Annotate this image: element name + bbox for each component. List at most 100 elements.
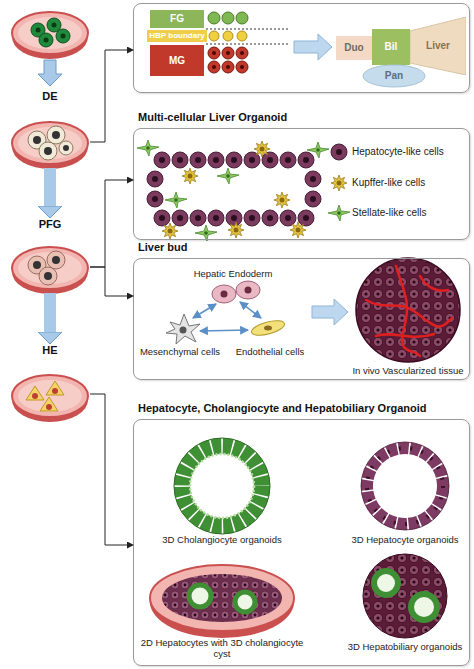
mesenchymal-cell (166, 314, 200, 344)
hepatocyte-organoid (361, 442, 449, 530)
vascularized-tissue (420, 276, 448, 291)
organ-shape: Liver (410, 17, 466, 75)
stem-cell-dish (61, 34, 66, 39)
patterning-cells (208, 12, 220, 24)
organ-shape: Pan (362, 64, 426, 88)
region-band: Bil (372, 29, 410, 65)
stem-cell-dish (44, 38, 49, 43)
organoid-ring (182, 168, 198, 184)
hepatic-endoderm-cells (245, 287, 252, 294)
coculture-dish (150, 565, 294, 638)
legend-entry: Stellate-like cells (352, 207, 426, 219)
hepatobiliary-organoid (411, 594, 437, 620)
stage-label: HE (10, 344, 90, 357)
panel-title: Multi-cellular Liver Organoid (138, 110, 287, 124)
coculture-dish (235, 592, 255, 612)
cholangiocyte-organoid (182, 446, 262, 526)
stem-cell-dish (12, 12, 88, 59)
patterning-cells (236, 12, 248, 24)
stem-cell-dish (36, 28, 41, 33)
endothelial-cell (264, 326, 272, 331)
panel-box: Liver bud (133, 258, 470, 380)
culture-dish: DE (10, 90, 90, 168)
organoid-ring (208, 152, 224, 168)
mesenchymal-cell (180, 327, 187, 334)
vascularized-tissue (376, 334, 434, 337)
figure-label: Mesenchymal cells (132, 346, 228, 357)
hepatobiliary-organoid (363, 554, 447, 638)
hepatocyte-organoid (361, 442, 449, 530)
hepatic-endoderm-dish (52, 388, 58, 394)
patterning-cells (236, 61, 248, 73)
figure-label: Hepatic Endoderm (183, 268, 283, 279)
figure-label: 3D Hepatobiliary organoids (325, 641, 474, 652)
endoderm-dish (59, 141, 73, 155)
organoid-ring (244, 210, 260, 226)
legend-icon (331, 175, 347, 191)
organoid-ring (254, 141, 270, 157)
region-band: MG (150, 45, 204, 76)
coculture-dish (150, 566, 294, 638)
foregut-dish (52, 256, 60, 264)
stem-cell-dish (39, 33, 53, 47)
patterning-cells (226, 51, 230, 55)
panel-title: Liver bud (138, 240, 188, 254)
hepatocyte-organoid (367, 448, 443, 524)
organ-outline (363, 65, 425, 87)
organoid-ring (165, 192, 187, 208)
organoid-ring (290, 222, 306, 238)
organoid-ring (274, 192, 290, 208)
organoid-ring (208, 210, 224, 226)
vascularized-tissue (356, 258, 460, 362)
connector-line (90, 394, 127, 545)
coculture-dish (162, 574, 282, 622)
patterning-cells (236, 47, 248, 59)
vascularized-tissue (366, 266, 452, 356)
figure-label: 2D Hepatocytes with 3D cholangiocyte cys… (137, 637, 307, 659)
organoid-ring (154, 152, 170, 168)
foregut-dish (39, 267, 57, 285)
figure-label: 3D Hepatocyte organoids (325, 534, 474, 545)
hepatic-endoderm-cells (221, 291, 228, 298)
endothelial-cell (250, 318, 286, 338)
organoid-ring (217, 168, 239, 184)
patterning-cells (208, 47, 220, 59)
patterning-cells (222, 61, 234, 73)
hepatic-endoderm-dish (46, 404, 52, 410)
figure-label: 3D Cholangiocyte organoids (142, 534, 302, 545)
endoderm-dish (33, 136, 41, 144)
foregut-dish (12, 247, 88, 294)
hepatic-endoderm-dish (12, 375, 88, 422)
organoid-ring (298, 152, 314, 168)
region-band: HBP boundary (147, 30, 207, 42)
organoid-ring (305, 171, 321, 187)
region-label: Duo (344, 43, 363, 53)
legend-icon (328, 205, 350, 221)
foregut-dish (12, 247, 88, 294)
legend-entry: Hepatocyte-like cells (352, 146, 444, 158)
organ-outline (410, 17, 466, 75)
region-label: Bil (385, 42, 398, 52)
endoderm-dish (52, 131, 60, 139)
stage-arrow (38, 60, 62, 86)
patterning-cells (226, 65, 230, 69)
organoid-ring (190, 210, 206, 226)
patterning-cells (240, 51, 244, 55)
patterning-cells (208, 12, 248, 73)
stem-cell-dish (12, 12, 88, 59)
patterning-cells (222, 12, 234, 24)
connector-line (90, 180, 127, 267)
foregut-dish (44, 272, 52, 280)
figure-label: In vivo Vascularized tissue (340, 365, 474, 376)
region-label: HBP boundary (149, 32, 204, 40)
endothelial-cell (250, 318, 286, 338)
cholangiocyte-organoid (174, 438, 270, 534)
endoderm-dish (63, 145, 69, 151)
legend-label: Stellate-like cells (352, 207, 426, 218)
patterning-cells (212, 51, 216, 55)
hepatic-endoderm-cells (212, 281, 260, 303)
hepatic-endoderm-dish (32, 393, 38, 399)
panel-title: Hepatocyte, Cholangiocyte and Hepatobili… (138, 401, 427, 415)
